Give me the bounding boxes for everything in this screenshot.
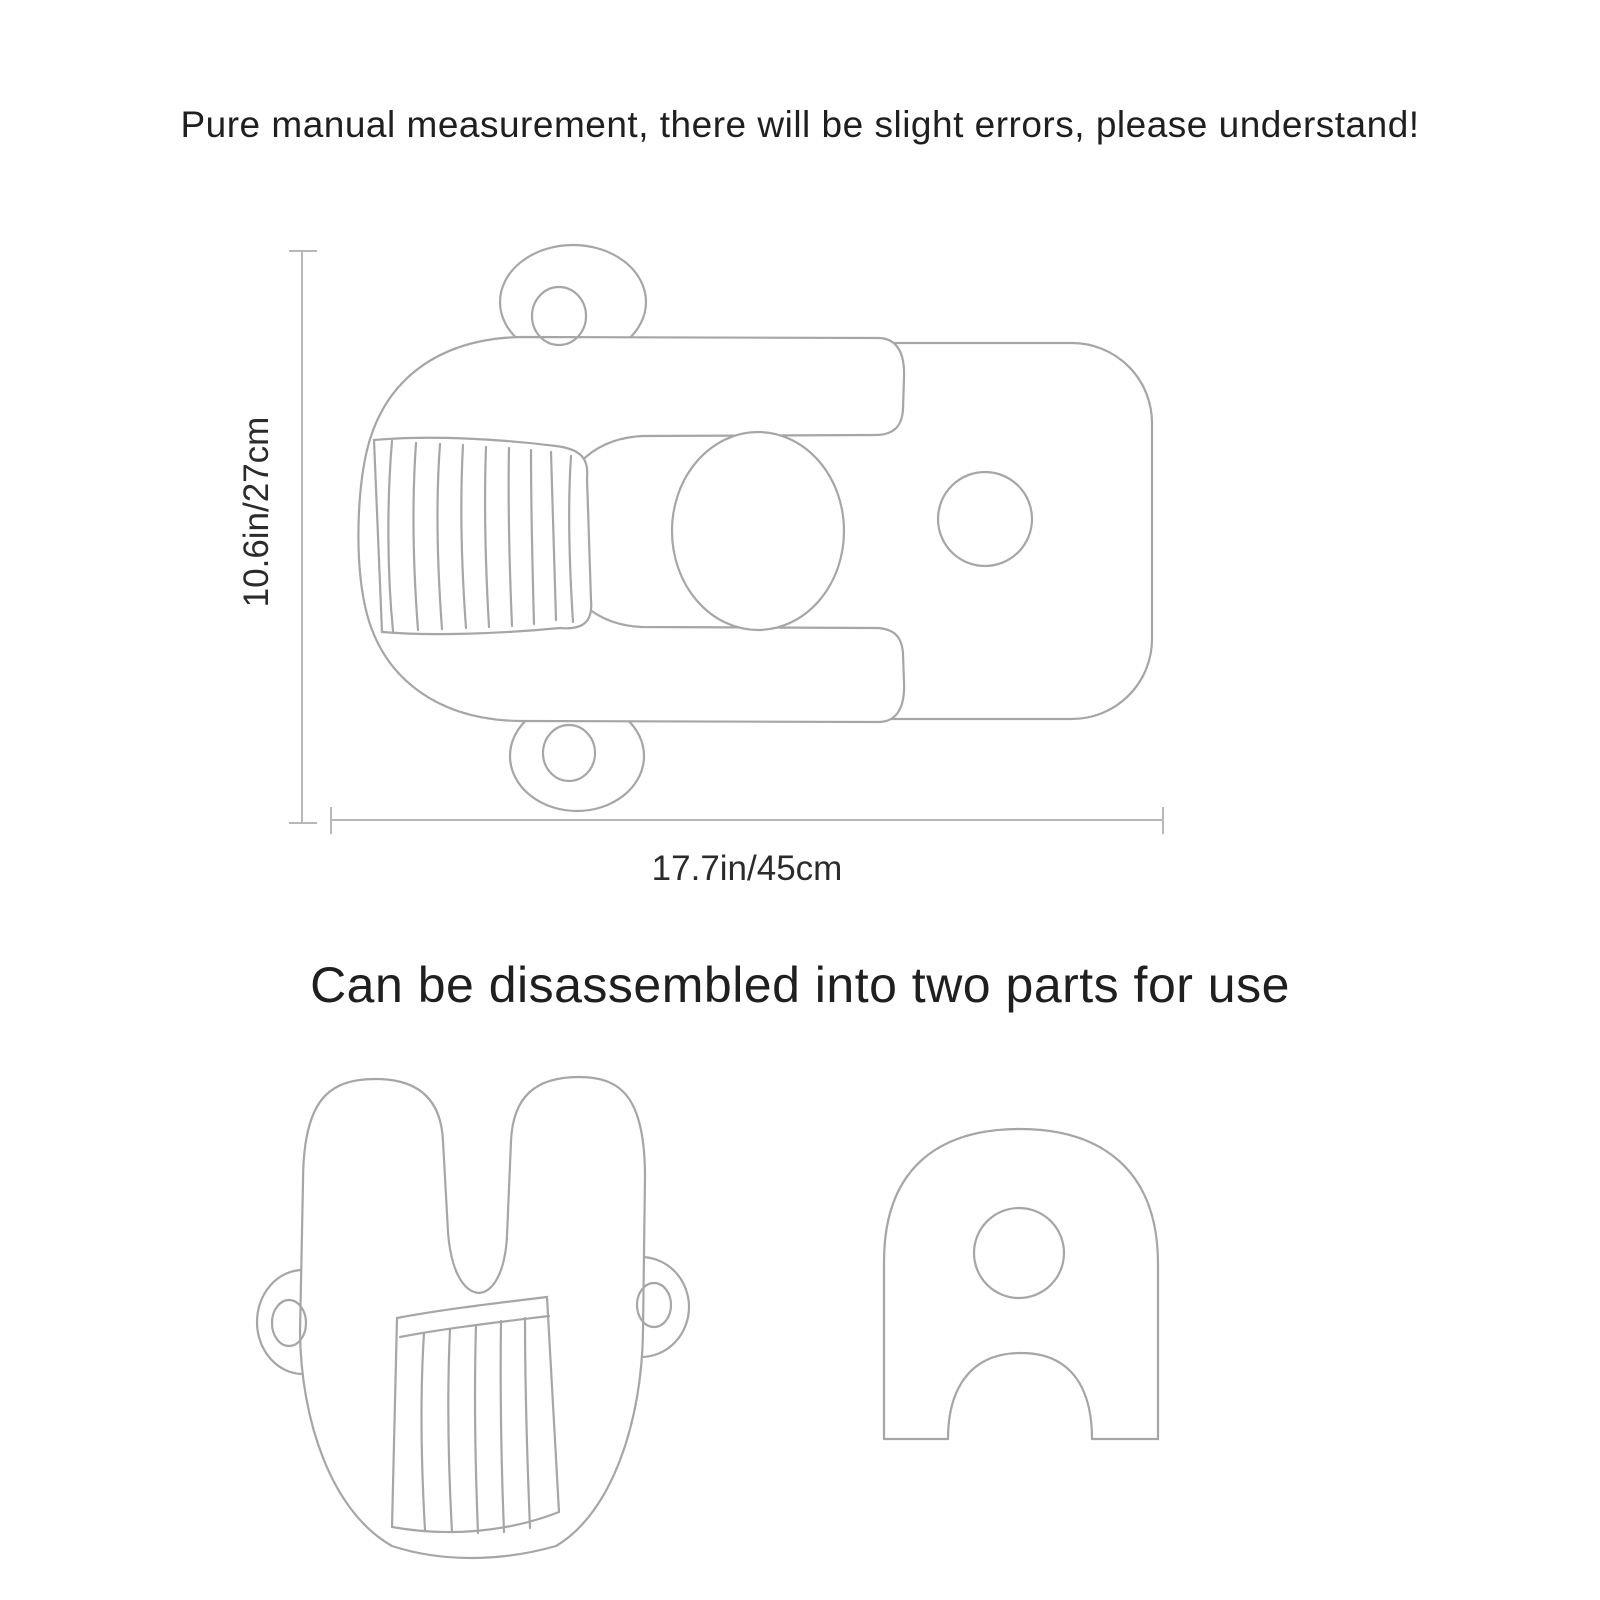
width-dimension-line [330, 807, 1164, 834]
height-dimension-line [289, 250, 317, 824]
bottom-ear-hole [541, 723, 597, 783]
product-top-view-drawing [357, 243, 1154, 813]
arch-part-hole [936, 470, 1034, 568]
front-pleat-band [398, 1314, 551, 1339]
arch-part-front-drawing [882, 1127, 1160, 1441]
arch-part-front-hole [972, 1206, 1066, 1300]
top-ear-hole [530, 285, 588, 347]
pleated-fabric [372, 436, 593, 636]
pleat-lines [387, 439, 575, 633]
left-ear-hole [270, 1298, 308, 1348]
height-dimension-label: 10.6in/27cm [237, 416, 276, 608]
disassembly-heading: Can be disassembled into two parts for u… [310, 957, 1290, 1013]
right-ear-hole [635, 1281, 673, 1329]
width-dimension-label: 17.7in/45cm [651, 849, 843, 888]
seat-cushion [670, 430, 846, 632]
seat-part-front-drawing [255, 1075, 691, 1560]
measurement-disclaimer: Pure manual measurement, there will be s… [180, 104, 1420, 145]
front-pleat-lines [420, 1316, 532, 1535]
